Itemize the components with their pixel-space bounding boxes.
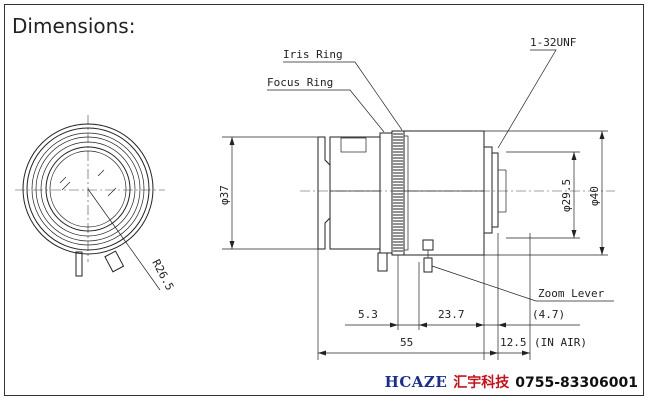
body-window bbox=[340, 137, 367, 153]
glass-reflection-4 bbox=[97, 169, 105, 177]
dimension-55: 55 bbox=[400, 336, 413, 349]
arrow-37-bottom bbox=[229, 241, 235, 249]
brand-footer: HCAZE 汇宇科技 0755-83306001 bbox=[385, 372, 638, 392]
diameter-37: φ37 bbox=[218, 185, 231, 205]
brand-name: 汇宇科技 bbox=[453, 375, 510, 391]
front-ring-2 bbox=[26, 127, 150, 251]
diameter-29-5: φ29.5 bbox=[560, 179, 573, 212]
brand-phone: 0755-83306001 bbox=[515, 375, 638, 391]
focus-ring bbox=[379, 132, 393, 254]
page-title: Dimensions: bbox=[12, 14, 136, 38]
radius-leader bbox=[87, 188, 161, 291]
zoom-lever-leader bbox=[431, 265, 614, 302]
dimension-4-7: (4.7) bbox=[532, 308, 565, 321]
mount-flange bbox=[483, 146, 493, 234]
front-lens-ring bbox=[45, 146, 131, 232]
front-outer-ring bbox=[22, 123, 154, 255]
front-ring-5 bbox=[40, 141, 136, 237]
arrow-47 bbox=[498, 322, 506, 328]
in-air-note: (IN AIR) bbox=[534, 336, 587, 349]
dimension-12-5: 12.5 bbox=[500, 336, 527, 349]
front-lens-glass bbox=[49, 150, 127, 228]
body-front-step bbox=[318, 136, 331, 250]
glass-reflection-2 bbox=[61, 181, 71, 191]
front-view: R26.5 bbox=[15, 115, 176, 293]
mount-thread bbox=[491, 152, 499, 228]
arrow-125 bbox=[522, 350, 530, 356]
focus-ring-leader bbox=[267, 89, 385, 133]
diameter-40: φ40 bbox=[588, 186, 601, 206]
iris-ring-knurl bbox=[393, 133, 403, 252]
arrow-53 bbox=[390, 322, 398, 328]
front-knob-left bbox=[75, 251, 83, 277]
iris-ring-label: Iris Ring bbox=[283, 48, 343, 61]
arrow-40-top bbox=[599, 131, 605, 139]
front-ring-3 bbox=[31, 132, 145, 246]
zoom-lever-knob bbox=[423, 257, 433, 273]
zoom-lever-label: Zoom Lever bbox=[538, 287, 605, 300]
iris-ring-leader bbox=[283, 61, 403, 131]
arrow-237-right bbox=[476, 322, 484, 328]
front-ring-4 bbox=[35, 136, 141, 242]
arrow-55-left bbox=[318, 350, 326, 356]
front-knob-right bbox=[104, 250, 125, 273]
mount-leader bbox=[497, 49, 557, 149]
focus-ring-label: Focus Ring bbox=[267, 76, 333, 89]
side-view: Iris Ring Focus Ring 1-32UNF Zoom Lever … bbox=[218, 36, 615, 360]
dimension-5-3: 5.3 bbox=[358, 308, 378, 321]
arrow-37-top bbox=[229, 137, 235, 145]
radius-label: R26.5 bbox=[149, 257, 176, 292]
drawing-frame bbox=[4, 4, 644, 396]
focus-knob bbox=[377, 252, 388, 272]
arrow-237-left bbox=[419, 322, 427, 328]
arrow-55-right bbox=[490, 350, 498, 356]
dimension-23-7: 23.7 bbox=[438, 308, 465, 321]
brand-logo: HCAZE bbox=[384, 373, 448, 391]
arrow-40-bottom bbox=[599, 247, 605, 255]
arrow-295-top bbox=[571, 152, 577, 160]
glass-reflection-3 bbox=[107, 187, 117, 197]
rear-body-step bbox=[403, 135, 409, 251]
rear-body bbox=[403, 130, 485, 256]
arrow-295-bottom bbox=[571, 230, 577, 238]
body-main bbox=[329, 136, 381, 250]
mount-label: 1-32UNF bbox=[530, 36, 576, 49]
zoom-lever-base bbox=[422, 239, 434, 251]
glass-reflection-1 bbox=[59, 176, 67, 184]
